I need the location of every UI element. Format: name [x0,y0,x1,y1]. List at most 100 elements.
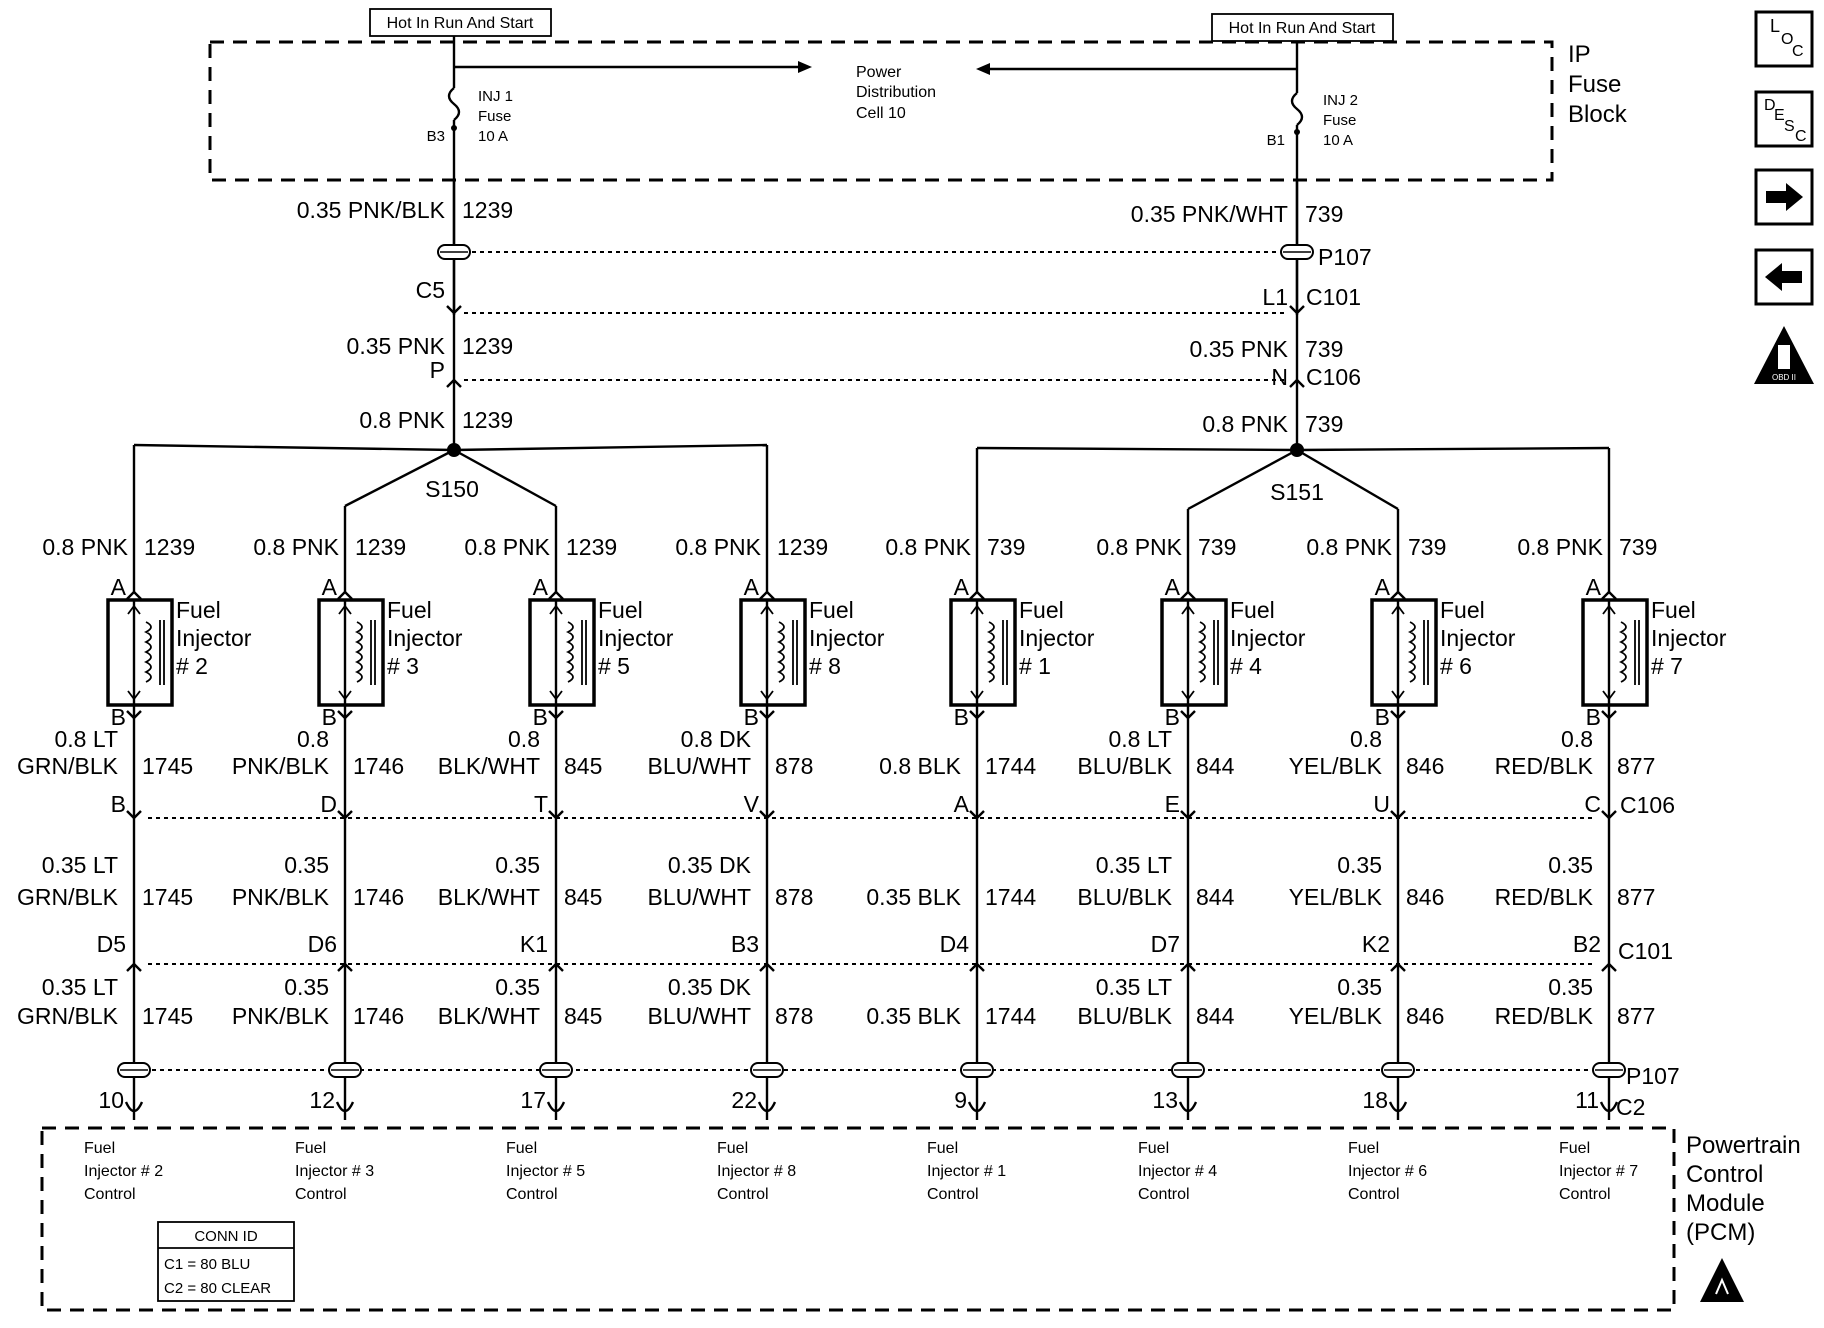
control-wire-circuit: 844 [1196,753,1235,779]
injector-pin-a-terminal [1601,590,1617,600]
injector-pin-a: A [1165,574,1181,600]
svg-text:739: 739 [1305,411,1343,437]
injector-name: Fuel [1651,597,1696,623]
injector-coil-icon [1407,621,1416,683]
s151-branch [1296,446,1610,452]
svg-text:N: N [1271,364,1288,390]
c106-terminal-right [1289,378,1305,388]
c101-row-terminal [1390,962,1406,972]
svg-text:10 A: 10 A [1323,132,1353,149]
control-wire-label: BLK/WHT [438,753,540,779]
pcm-control-label: Fuel [1348,1140,1379,1157]
c106-pin: C [1584,791,1601,817]
pcm-control-label: Control [1138,1186,1190,1203]
pcm-control-label: Injector # 7 [1559,1163,1638,1180]
control-wire-circuit: 877 [1617,1003,1655,1029]
c106-pin: T [534,791,548,817]
injector-name: Injector [1440,625,1516,651]
c101-pin: D6 [308,931,337,957]
svg-text:L: L [1770,16,1780,36]
pcm-pin: 10 [98,1087,124,1113]
svg-text:P107: P107 [1626,1063,1680,1089]
injector-coil-icon [565,621,574,683]
svg-text:0.35 PNK: 0.35 PNK [1190,336,1289,362]
pcm-pin: 11 [1575,1087,1599,1113]
pcm-control-label: Control [506,1186,558,1203]
injector-pin-a: A [744,574,760,600]
svg-text:B3: B3 [427,128,445,145]
svg-text:1239: 1239 [462,407,513,433]
control-wire-label: BLU/BLK [1077,884,1172,910]
svg-text:0.35 PNK/BLK: 0.35 PNK/BLK [297,197,446,223]
control-wire-circuit: 1745 [142,1003,193,1029]
control-wire-circuit: 1745 [142,753,193,779]
injector-name: # 7 [1651,653,1683,679]
injector-pin-a-terminal [1180,590,1196,600]
pcm-control-label: Fuel [927,1140,958,1157]
injector-feed-circuit: 1239 [777,534,828,560]
control-wire-label: 0.35 DK [668,974,752,1000]
location-button[interactable]: L O C [1754,10,1814,68]
svg-text:Fuse: Fuse [1568,71,1621,98]
right-arrow-icon [1766,183,1803,211]
fuel-injector-8-body [1581,598,1649,707]
injector-pin-a-terminal [337,590,353,600]
control-wire-circuit: 877 [1617,884,1655,910]
injector-pin-b: B [1375,704,1390,730]
pcm-control-label: Fuel [295,1140,326,1157]
injector-name: Fuel [1019,597,1064,623]
injector-name: Fuel [598,597,643,623]
obd-ii-button[interactable]: OBD II [1754,326,1814,384]
s151-branch [1187,448,1298,511]
control-wire-label: 0.35 [495,852,540,878]
injector-pin-b: B [1586,704,1601,730]
control-wire-circuit: 846 [1406,753,1444,779]
injector-pin-b: B [111,704,126,730]
injector-coil-icon [986,621,995,683]
fuel-injector-5-body [949,598,1017,707]
control-wire-label: 0.35 [1337,852,1382,878]
inj1-fuse: INJ 1 Fuse 10 A B3 [427,36,513,315]
injector-name: Fuel [176,597,221,623]
c2-terminal [1388,1101,1408,1113]
control-wire-label: 0.8 [1350,726,1382,752]
injector-arrow-icon [549,604,563,615]
control-wire-label: BLU/BLK [1077,1003,1172,1029]
pcm-pin: 17 [520,1087,546,1113]
injector-arrow-icon [338,690,352,701]
s151-branch [976,446,1298,452]
control-wire-label: PNK/BLK [232,884,330,910]
right-trunk: 0.35 PNK/WHT 739 P107 L1 C101 0.35 PNK 7… [1131,201,1372,505]
injector-pin-b: B [744,704,759,730]
injector-feed-circuit: 739 [1198,534,1236,560]
s150-branch [344,448,455,508]
pcm-control-label: Injector # 6 [1348,1163,1427,1180]
control-wire-label: PNK/BLK [232,1003,330,1029]
c106-row-terminal [337,810,353,820]
previous-page-button[interactable] [1754,248,1814,306]
inj2-fuse: INJ 2 Fuse 10 A B1 [1267,41,1358,315]
control-wire-label: GRN/BLK [17,884,119,910]
svg-text:0.35 PNK/WHT: 0.35 PNK/WHT [1131,201,1288,227]
pcm-control-label: Fuel [84,1140,115,1157]
pcm-pin: 18 [1362,1087,1388,1113]
injector-arrow-icon [760,690,774,701]
description-button[interactable]: D E S C [1754,90,1814,148]
svg-text:D: D [1764,97,1776,114]
svg-text:Control: Control [1686,1161,1763,1188]
injector-arrow-icon [760,604,774,615]
control-wire-label: 0.35 [284,852,329,878]
injector-name: Injector [1230,625,1306,651]
injector-name: Fuel [387,597,432,623]
next-page-button[interactable] [1754,168,1814,226]
fuel-injector-7-body [1370,598,1438,707]
pcm-control-label: Fuel [1559,1140,1590,1157]
injector-name: Fuel [1440,597,1485,623]
c106-terminal-left [446,378,462,388]
fuel-injector-6-body [1160,598,1228,707]
control-wire-label: RED/BLK [1495,1003,1594,1029]
svg-text:1239: 1239 [462,333,513,359]
pcm-control-label: Injector # 8 [717,1163,796,1180]
injector-pin-a: A [322,574,338,600]
